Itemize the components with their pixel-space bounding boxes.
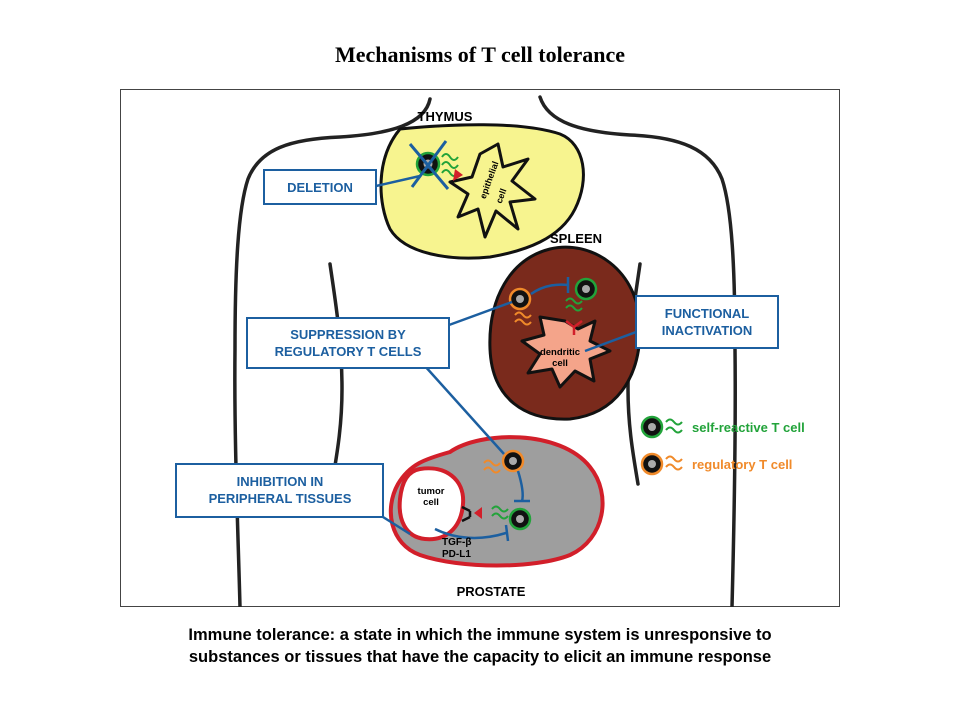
legend-self-reactive-label: self-reactive T cell (692, 420, 805, 435)
epithelial-cell (448, 142, 537, 239)
connector-lines (375, 174, 637, 536)
suppression-box: SUPPRESSION BY REGULATORY T CELLS (246, 317, 450, 369)
tolerance-diagram: epithelial cell THYMUS dendritic cell SP… (175, 95, 805, 607)
prostate-label: PROSTATE (457, 584, 526, 599)
functional-inactivation-box: FUNCTIONAL INACTIVATION (635, 295, 779, 349)
tumor-cell-label-2: cell (423, 497, 439, 508)
spleen-self-reactive-t-cell (565, 277, 598, 335)
caption-line-2: substances or tissues that have the capa… (188, 648, 772, 666)
prostate-self-reactive-t-cell (461, 505, 532, 531)
caption-line-1: Immune tolerance: a state in which the i… (188, 626, 772, 644)
page-title: Mechanisms of T cell tolerance (334, 42, 626, 67)
tumor-cell-label-1: tumor (418, 486, 445, 497)
dendritic-cell (520, 315, 612, 389)
functional-box-label-1: FUNCTIONAL (665, 306, 750, 321)
deletion-x-mark-2 (410, 140, 448, 188)
spleen-suppression-inhibitor (530, 277, 570, 296)
dendritic-cell-label-2: cell (552, 358, 568, 369)
tgf-beta-label: TGF-β (442, 537, 471, 548)
suppression-box-label-1: SUPPRESSION BY (290, 327, 406, 342)
diagram-frame (120, 89, 840, 607)
legend-regulatory-label: regulatory T cell (692, 457, 792, 472)
prostate-regulatory-t-cell (483, 449, 525, 474)
deletion-box: DELETION (263, 169, 377, 205)
pd-l1-label: PD-L1 (442, 549, 471, 560)
deletion-box-label: DELETION (287, 180, 353, 195)
prostate-tumor-inhibitor (434, 524, 510, 542)
deleted-t-cell (408, 140, 463, 190)
inhibition-box-label-2: PERIPHERAL TISSUES (209, 491, 352, 506)
functional-box-label-2: INACTIVATION (662, 323, 753, 338)
legend-self-reactive-symbol (640, 415, 683, 439)
caption: Immune tolerance: a state in which the i… (100, 624, 860, 668)
spleen-regulatory-t-cell (508, 287, 532, 326)
prostate-regulatory-inhibitor (514, 470, 530, 503)
inhibition-box: INHIBITION IN PERIPHERAL TISSUES (175, 463, 384, 518)
dendritic-cell-label-1: dendritic (540, 347, 580, 358)
thymus-label: THYMUS (418, 109, 473, 124)
legend: self-reactive T cell regulatory T cell (640, 415, 805, 476)
inhibition-box-label-1: INHIBITION IN (237, 474, 324, 489)
spleen-label: SPLEEN (550, 231, 602, 246)
legend-regulatory-symbol (640, 452, 683, 476)
suppression-box-label-2: REGULATORY T CELLS (275, 344, 422, 359)
epithelial-cell-label-2: cell (494, 187, 509, 205)
tumor-cell (397, 466, 466, 542)
